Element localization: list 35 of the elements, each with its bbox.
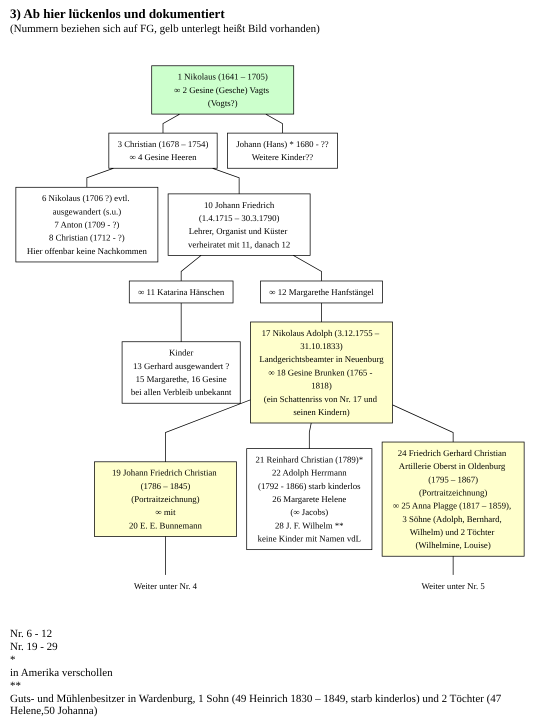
note-text: Nr. 6 - 12 [10, 628, 54, 640]
connector [180, 302, 182, 342]
connector [162, 114, 180, 134]
note-text: * [10, 654, 16, 666]
node-box: ∞ 12 Margarethe Hanfstängel [260, 280, 383, 304]
node-text: Weiter unter Nr. 4 [134, 581, 198, 592]
connector [180, 255, 202, 282]
note-text: Guts- und Mühlenbesitzer in Wardenburg, 1 Sohn (49 Heinrich 1830 – 1849, starb kinderlos) und 2 Töchter (47 Helene,50 Johanna) [10, 693, 502, 717]
node-text: Weiter unter Nr. 5 [422, 581, 485, 592]
note-text: in Amerika verschollen [10, 667, 114, 679]
note-text: (Nummern beziehen sich auf FG, gelb unterlegt heißt Bild vorhanden) [10, 23, 321, 35]
node-box: 17 Nikolaus Adolph (3.12.1755 – 31.10.1833) Landgerichtsbeamter in Neuenburg ∞ 18 Gesine Brunken (1765 - 1818) (ein Schattenriss von Nr. 17 und seinen Kindern) [250, 322, 393, 424]
node-box: ∞ 11 Katarina Hänschen [128, 280, 234, 304]
node-box: 10 Johann Friedrich (1.4.1715 – 30.3.1790) Lehrer, Organist und Küster verheiratet mit 11, danach 12 [168, 194, 310, 256]
node-box: 6 Nikolaus (1706 ?) evtl. ausgewandert (s.u.) 7 Anton (1709 - ?) 8 Christian (1712 - ?) Hier offenbar keine Nachkommen [16, 186, 158, 262]
connector [165, 536, 166, 576]
node-box: 21 Reinhard Christian (1789)* 22 Adolph Herrmann (1792 - 1866) starb kinderlos 26 Margarete Helene (∞ Jacobs) 28 J. F. Wilhelm ** keine Kinder mit Namen vdL [246, 448, 372, 550]
connector [452, 556, 454, 576]
node-box: 1 Nikolaus (1641 – 1705) ∞ 2 Gesine (Gesche) Vagts (Vogts?) [151, 65, 294, 114]
title: 3) Ab hier lückenlos und dokumentiert [10, 6, 226, 22]
node-box: 19 Johann Friedrich Christian (1786 – 1845) (Portraitzeichnung) ∞ mit 20 E. E. Bunnemann [94, 461, 237, 537]
node-box: 24 Friedrich Gerhard Christian Artillerie Oberst in Oldenburg (1795 – 1867) (Portraitzeichnung) ∞ 25 Anna Plagge (1817 – 1859), 3 Söhne (Adolph, Bernhard, Wilhelm) und 2 Töchter (Wilhelmine, Louise) [382, 442, 524, 557]
note-text: ** [10, 680, 22, 692]
connector [392, 404, 454, 442]
node-box: Kinder 13 Gerhard ausgewandert ? 15 Margarethe, 16 Gesine bei allen Verbleib unbekannt [122, 341, 241, 404]
connector [292, 255, 322, 282]
node-box: Johann (Hans) * 1680 - ?? Weitere Kinder?? [227, 132, 338, 169]
connector [321, 302, 322, 322]
connector [212, 168, 240, 194]
connector [308, 422, 312, 449]
node-box: 3 Christian (1678 – 1754) ∞ 4 Gesine Heeren [108, 132, 218, 169]
note-text: Nr. 19 - 29 [10, 641, 59, 653]
connector [265, 114, 283, 134]
connector [86, 168, 114, 188]
connector [165, 399, 251, 462]
